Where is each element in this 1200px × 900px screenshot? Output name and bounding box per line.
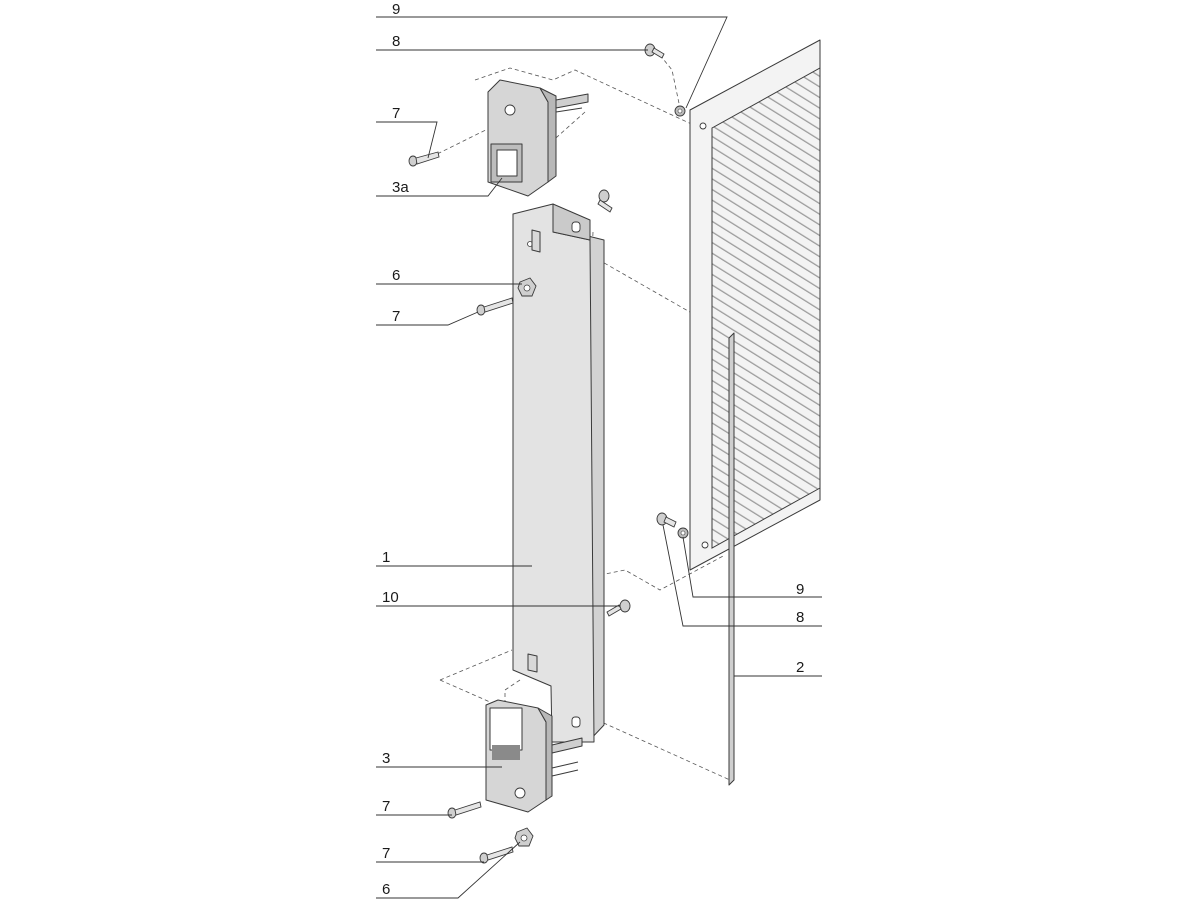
- callout-10: 10: [382, 589, 399, 606]
- callout-8-top: 8: [392, 33, 400, 50]
- callout-1: 1: [382, 549, 390, 566]
- front-panel: [512, 203, 605, 743]
- callout-7-c: 7: [382, 798, 390, 815]
- leader-lines: [376, 16, 822, 899]
- handle-bottom: [485, 699, 583, 813]
- callout-9-top: 9: [392, 1, 400, 18]
- callout-6-top: 6: [392, 267, 400, 284]
- callout-3a: 3a: [392, 179, 409, 196]
- nut-6-top: [517, 277, 537, 297]
- washer-9-right: [677, 527, 689, 539]
- callout-8-right: 8: [796, 609, 804, 626]
- callout-7-a: 7: [392, 105, 400, 122]
- screw-10: [606, 599, 631, 617]
- screw-8-right: [656, 512, 677, 528]
- screw-7-top: [408, 151, 440, 167]
- screw-panel-top: [597, 189, 613, 213]
- cover-hole-top: [699, 122, 707, 130]
- screw-7-lower: [447, 801, 482, 819]
- callout-9-right: 9: [796, 581, 804, 598]
- callout-2: 2: [796, 659, 804, 676]
- nut-6-bottom: [514, 827, 534, 847]
- callout-labels: 9 8 7 3a 6 7 1 10 9 8 2 3 7 7 6: [382, 1, 804, 898]
- callout-6-bottom: 6: [382, 881, 390, 898]
- panel-slot-top: [571, 221, 581, 233]
- handle-top-screw-hole: [504, 104, 516, 116]
- screw-7-mid: [476, 297, 514, 316]
- handle-top: [487, 79, 589, 197]
- washer-9-top: [674, 105, 686, 117]
- callout-3: 3: [382, 750, 390, 767]
- callout-7-b: 7: [392, 308, 400, 325]
- screw-7-bottom: [479, 846, 514, 864]
- perforated-cover-plate: [689, 39, 821, 571]
- screw-8-top: [644, 43, 665, 59]
- handle-bottom-screw-hole: [514, 787, 526, 799]
- cover-hole-bottom: [701, 541, 709, 549]
- callout-7-d: 7: [382, 845, 390, 862]
- panel-slot-bottom: [571, 716, 581, 728]
- edge-strip: [728, 332, 735, 786]
